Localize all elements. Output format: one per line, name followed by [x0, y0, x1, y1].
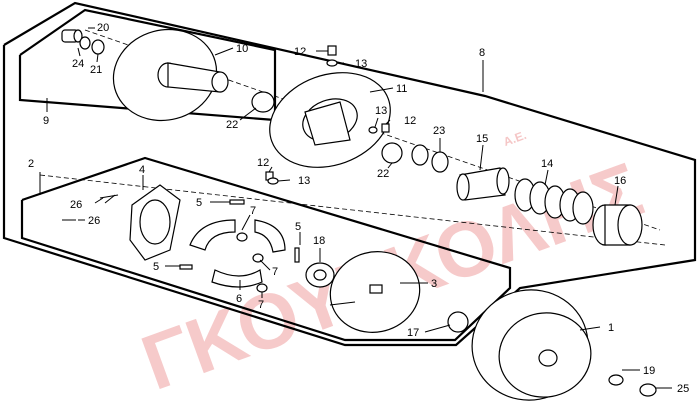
label-11: 11: [396, 83, 407, 95]
label-18: 18: [313, 235, 325, 247]
label-13a: 13: [355, 58, 367, 70]
label-17: 17: [407, 327, 419, 339]
clutch-plate-3: [329, 251, 421, 333]
clutch-shoe-6c: [211, 269, 263, 288]
roller-7a: [236, 232, 248, 242]
label-26a: 26: [70, 199, 82, 211]
label-12a: 12: [294, 46, 306, 58]
label-24: 24: [72, 58, 84, 70]
pin-12-top: [327, 45, 337, 56]
label-5b: 5: [295, 221, 301, 233]
oring-21: [91, 39, 105, 55]
oring-22-left: [251, 91, 275, 113]
roller-7c: [256, 283, 268, 293]
oring-23b: [431, 151, 449, 173]
label-7c: 7: [258, 299, 264, 311]
spring-5c: [294, 247, 300, 263]
bearing-17: [447, 311, 469, 333]
label-12b: 12: [404, 115, 416, 127]
label-5c: 5: [153, 261, 159, 273]
axis-line-top: [39, 174, 666, 246]
washer-19: [608, 374, 624, 386]
assembly-frame-9: [18, 8, 277, 122]
label-5a: 5: [196, 197, 202, 209]
washer-24: [79, 36, 91, 50]
label-23: 23: [433, 125, 445, 137]
label-13b: 13: [375, 105, 387, 117]
label-14: 14: [541, 158, 553, 170]
label-16: 16: [614, 175, 626, 187]
drive-face-11: [269, 72, 391, 168]
washer-13-low: [267, 177, 279, 185]
label-4: 4: [139, 164, 145, 176]
seal-16: [592, 204, 643, 246]
label-26b: 26: [88, 215, 100, 227]
nut-25: [639, 383, 657, 397]
pin-12-mid: [381, 123, 390, 133]
oring-23a: [411, 144, 429, 166]
watermark-suffix: Α.Ε.: [502, 128, 529, 149]
label-19: 19: [643, 365, 655, 377]
label-20: 20: [97, 22, 109, 34]
label-8: 8: [479, 47, 485, 59]
label-21: 21: [90, 64, 102, 76]
oring-22-right: [381, 142, 403, 164]
label-9: 9: [43, 115, 49, 127]
label-25: 25: [677, 383, 689, 395]
label-13c: 13: [298, 175, 310, 187]
screw-26a: [99, 194, 119, 199]
movable-drive-face-10: [112, 28, 229, 122]
washer-13-top: [326, 59, 338, 67]
label-22b: 22: [377, 168, 389, 180]
label-2: 2: [28, 158, 34, 170]
label-7b: 7: [272, 266, 278, 278]
label-7a: 7: [250, 205, 256, 217]
spring-14: [514, 178, 594, 225]
label-6: 6: [236, 293, 242, 305]
plate-4: [129, 184, 181, 261]
label-22a: 22: [226, 119, 238, 131]
clutch-bell-1: [471, 289, 592, 401]
clutch-shoe-6b: [254, 219, 286, 253]
assembly-frame-8: [2, 1, 697, 347]
label-3: 3: [431, 278, 437, 290]
label-12c: 12: [257, 157, 269, 169]
clutch-shoe-6a: [189, 219, 236, 251]
spring-5b: [179, 264, 193, 270]
washer-13-mid: [368, 126, 378, 134]
bushing-20: [61, 29, 83, 43]
label-15: 15: [476, 133, 488, 145]
collar-15: [456, 167, 510, 201]
spring-5a: [229, 199, 245, 205]
label-10: 10: [236, 43, 248, 55]
leader-lines: [39, 27, 672, 389]
label-1: 1: [608, 322, 614, 334]
part-labels: 1 2 3 4 5 5 5 6 7 7 7 8 9 10 11 12 12 12…: [28, 22, 689, 395]
washer-18-hole: [313, 269, 327, 281]
